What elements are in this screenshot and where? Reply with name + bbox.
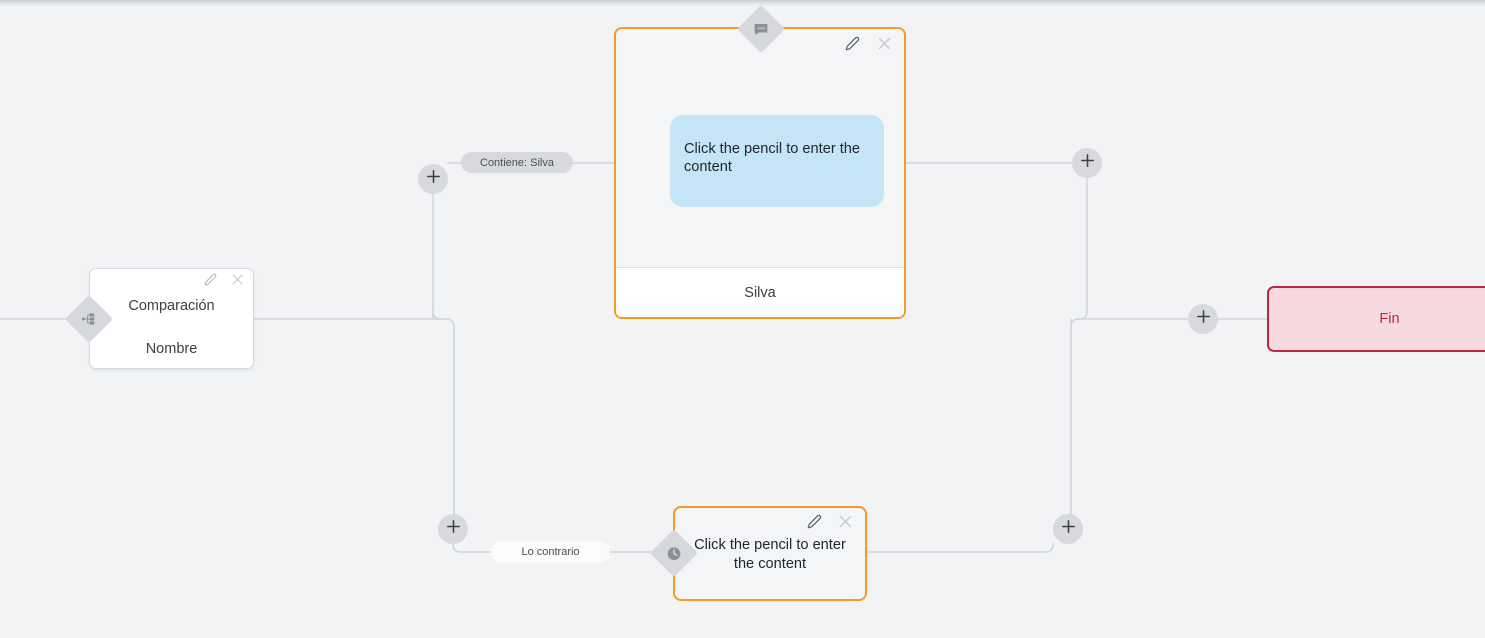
plus-icon — [1079, 152, 1096, 174]
node-fin-label: Fin — [1379, 311, 1400, 327]
edge-label-contrario: Lo contrario — [491, 541, 610, 563]
comment-bubble-icon — [736, 4, 786, 54]
node-message-card[interactable]: Click the pencil to enter the content Si… — [614, 27, 906, 319]
add-node-button-end[interactable] — [1188, 304, 1218, 334]
node-comparacion-actions — [204, 273, 244, 291]
plus-icon — [425, 168, 442, 190]
wait-card-text: Click the pencil to enter the content — [694, 537, 846, 572]
message-bubble: Click the pencil to enter the content — [670, 115, 884, 207]
add-node-button-top-right[interactable] — [1072, 148, 1102, 178]
close-icon[interactable] — [231, 273, 244, 291]
plus-icon — [445, 518, 462, 540]
sitemap-branch-icon — [64, 294, 114, 344]
node-fin[interactable]: Fin — [1267, 286, 1485, 352]
message-card-footer: Silva — [616, 267, 904, 317]
node-comparacion-subtitle: Nombre — [145, 341, 198, 357]
node-comparacion-body: Comparación Nombre — [90, 295, 253, 360]
node-wait-card-actions — [807, 514, 853, 534]
plus-icon — [1060, 518, 1077, 540]
node-wait-card[interactable]: Click the pencil to enter the content — [673, 506, 867, 601]
pencil-icon[interactable] — [204, 273, 217, 291]
node-message-card-actions — [845, 36, 892, 56]
close-icon[interactable] — [877, 36, 892, 56]
edge-label-contiene: Contiene: Silva — [461, 152, 573, 173]
pencil-icon[interactable] — [807, 514, 822, 534]
close-icon[interactable] — [838, 514, 853, 534]
node-comparacion-title: Comparación — [128, 298, 215, 314]
add-node-button-bottom-right[interactable] — [1053, 514, 1083, 544]
pencil-icon[interactable] — [845, 36, 860, 56]
add-node-button-top-left[interactable] — [418, 164, 448, 194]
plus-icon — [1195, 308, 1212, 330]
node-comparacion[interactable]: Comparación Nombre — [89, 268, 254, 369]
add-node-button-bottom-left[interactable] — [438, 514, 468, 544]
clock-icon — [649, 528, 699, 578]
